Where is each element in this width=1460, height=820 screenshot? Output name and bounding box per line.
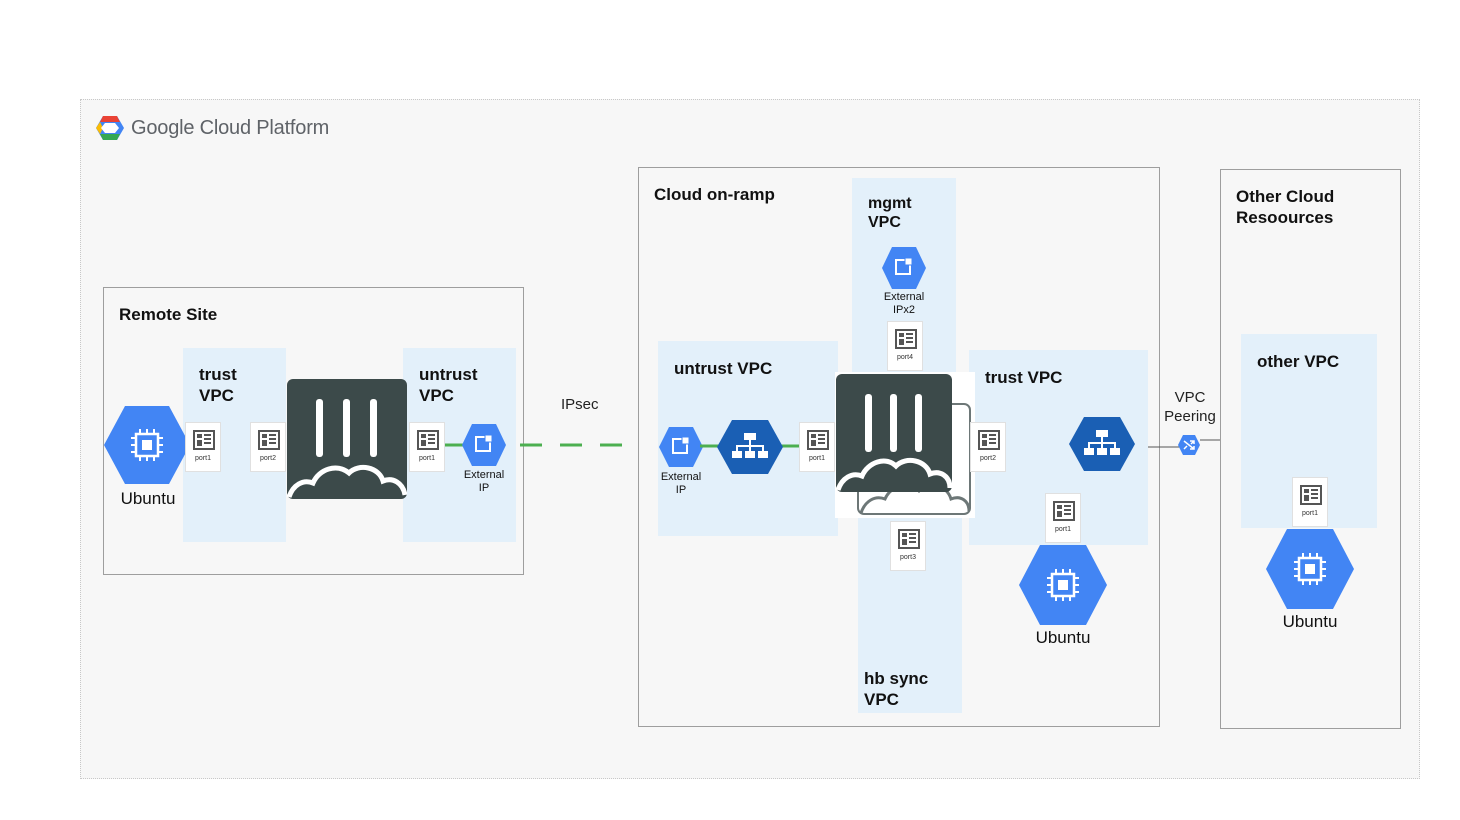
- onramp-port2-label: port2: [980, 455, 996, 462]
- load-balancer-icon: [716, 419, 784, 475]
- onramp-ubuntu-label: Ubuntu: [1035, 628, 1091, 647]
- other-ubuntu-label: Ubuntu: [1282, 612, 1338, 631]
- nic-icon: port1: [1292, 477, 1328, 527]
- fortigate-icon: [287, 379, 407, 499]
- port3-label: port3: [900, 554, 916, 561]
- nic-icon: port1: [185, 422, 221, 472]
- hb-sync-vpc-label: hb sync VPC: [864, 669, 929, 709]
- remote-ubuntu-label: Ubuntu: [120, 489, 176, 508]
- onramp-port1-label: port1: [809, 455, 825, 462]
- nic-icon: port1: [1045, 493, 1081, 543]
- onramp-trust-vpc-label: trust VPC: [985, 368, 1063, 387]
- nic-icon: port2: [970, 422, 1006, 472]
- mgmt-vpc-label: mgmt VPC: [868, 195, 912, 231]
- onramp-ubuntu-port1-label: port1: [1055, 526, 1071, 533]
- onramp-external-ip-label: External IP: [660, 471, 702, 496]
- remote-untrust-vpc-label: untrust VPC: [419, 365, 478, 405]
- port4-label: port4: [897, 354, 913, 361]
- compute-engine-icon: [1018, 544, 1108, 626]
- cloud-onramp-title: Cloud on-ramp: [654, 185, 775, 204]
- platform-logo-text: Google Cloud Platform: [131, 117, 330, 139]
- other-cloud-title: Other Cloud Resoources: [1236, 187, 1335, 227]
- vpc-peering-icon: [1177, 434, 1201, 456]
- fortigate-icon: [836, 374, 952, 492]
- ipsec-label: IPsec: [561, 396, 599, 413]
- nic-icon: port4: [887, 321, 923, 371]
- remote-port2-label: port2: [260, 455, 276, 462]
- onramp-untrust-vpc-label: untrust VPC: [674, 359, 773, 378]
- other-port1-label: port1: [1302, 510, 1318, 517]
- remote-site-title: Remote Site: [119, 305, 218, 324]
- load-balancer-icon: [1068, 416, 1136, 472]
- compute-engine-icon: [103, 405, 191, 485]
- google-cloud-logo-icon: [96, 115, 124, 141]
- nic-icon: port2: [250, 422, 286, 472]
- nic-icon: port1: [799, 422, 835, 472]
- external-ip-icon: [461, 423, 507, 467]
- remote-port1-untrust-label: port1: [419, 455, 435, 462]
- external-ip-icon: [658, 426, 704, 468]
- nic-icon: port3: [890, 521, 926, 571]
- remote-external-ip-label: External IP: [463, 469, 505, 494]
- vpc-peering-label: VPC Peering: [1164, 389, 1216, 425]
- mgmt-external-ipx2-label: External IPx2: [883, 291, 925, 316]
- external-ip-icon: [881, 246, 927, 290]
- nic-icon: port1: [409, 422, 445, 472]
- remote-trust-vpc-label: trust VPC: [199, 365, 237, 405]
- compute-engine-icon: [1265, 528, 1355, 610]
- remote-port1-trust-label: port1: [195, 455, 211, 462]
- other-vpc-label: other VPC: [1257, 352, 1340, 371]
